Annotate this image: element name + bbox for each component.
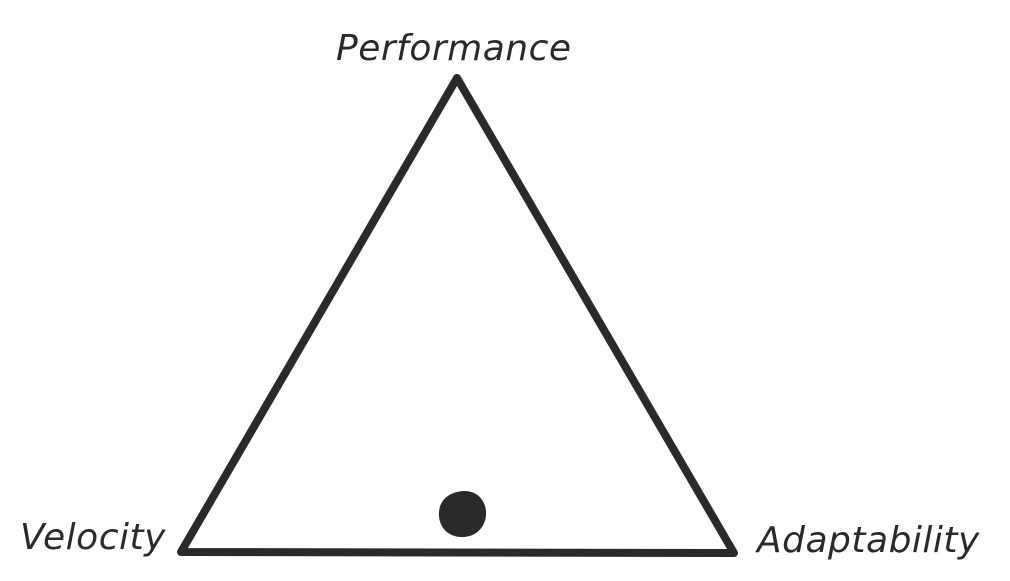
triangle-outline	[177, 74, 738, 557]
label-performance: Performance	[336, 28, 572, 69]
position-marker-dot	[438, 490, 487, 538]
label-velocity: Velocity	[20, 517, 166, 558]
label-adaptability: Adaptability	[755, 520, 980, 561]
